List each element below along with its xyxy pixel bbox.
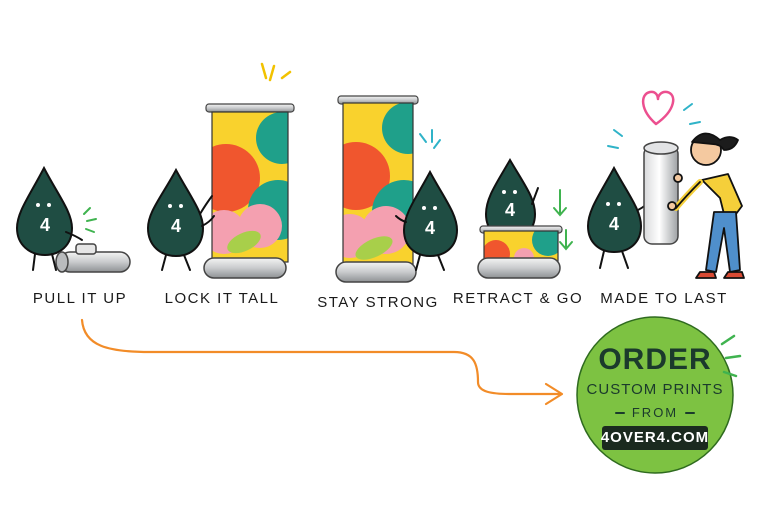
banner-stand-retracting (477, 225, 563, 279)
mascot-1 (15, 165, 83, 271)
step-3-illustration: 4 (335, 95, 459, 283)
step-label-pull-it-up: PULL IT UP (32, 290, 128, 307)
rolled-banner-tube (643, 141, 679, 245)
step-4-illustration: 4 (477, 158, 573, 279)
mascot-2-badge: 4 (171, 216, 181, 236)
cta-site-link[interactable]: 4OVER4.COM (600, 429, 710, 446)
spark-lines-green (83, 207, 97, 233)
step-label-stay-strong: STAY STRONG (317, 294, 439, 311)
mascot-3 (395, 169, 459, 271)
spark-lines-teal (419, 129, 441, 149)
step-label-lock-it-tall: LOCK IT TALL (164, 290, 280, 307)
cta-line-from: FROM (631, 405, 679, 420)
spark-lines-yellow (260, 62, 292, 82)
banner-stand-strong (335, 95, 419, 283)
person-figure (667, 132, 745, 279)
cta-line-order: ORDER (598, 343, 712, 376)
mascot-1-badge: 4 (40, 215, 50, 235)
step-label-retract-go: RETRACT & GO (452, 290, 584, 307)
step-2-illustration: 4 (146, 62, 295, 279)
flow-arrow-head (544, 382, 564, 406)
cta-spark-lines (720, 334, 742, 378)
mascot-2 (146, 167, 215, 271)
step-1-illustration: 4 (15, 165, 131, 273)
cta-site-bg (602, 426, 708, 450)
cta-line-custom-prints: CUSTOM PRINTS (586, 381, 724, 398)
cta-text-block[interactable]: ORDER CUSTOM PRINTS FROM 4OVER4.COM (577, 317, 733, 473)
step-5-illustration: 4 (586, 90, 745, 279)
mascot-4-badge: 4 (505, 200, 515, 220)
mascot-3-badge: 4 (425, 218, 435, 238)
mascot-5-badge: 4 (609, 214, 619, 234)
flow-arrow (80, 318, 562, 396)
arrows-down-green (553, 189, 573, 251)
spark-lines-teal-2 (607, 103, 701, 149)
step-label-made-to-last: MADE TO LAST (600, 290, 728, 307)
roll-base-closed (55, 243, 131, 273)
heart-icon (642, 90, 675, 126)
banner-stand-tall (203, 103, 295, 279)
